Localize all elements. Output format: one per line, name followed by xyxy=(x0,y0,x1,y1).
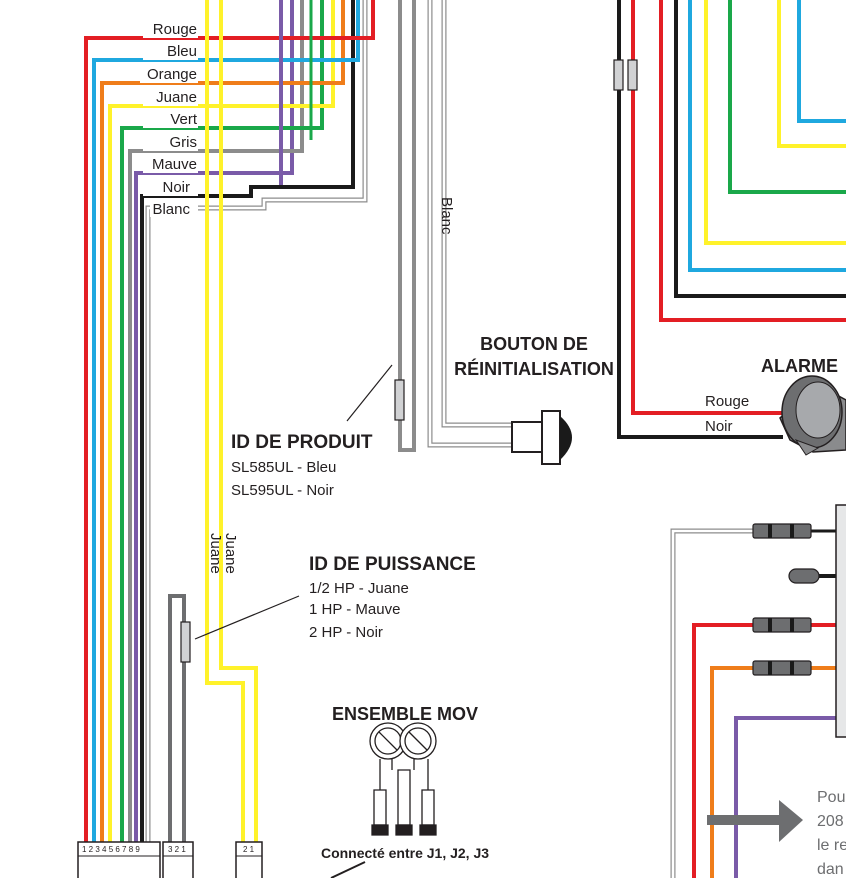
wire-label-bleu: Bleu xyxy=(167,43,197,60)
connector-3pin-numbers: 3 2 1 xyxy=(168,845,186,854)
wire-label-vert: Vert xyxy=(170,111,198,128)
note-line-3: le re xyxy=(817,837,846,854)
alarm-icon xyxy=(779,375,846,456)
mov-title: ENSEMBLE MOV xyxy=(332,704,478,724)
alarm-red-label: Rouge xyxy=(705,393,749,410)
alarm-black-label: Noir xyxy=(705,418,733,435)
mov-assembly-icon xyxy=(369,722,437,836)
note-line-1: Pou xyxy=(817,789,845,806)
product-id-loop xyxy=(398,0,416,452)
left-harness xyxy=(84,0,375,878)
reset-button-title-1: BOUTON DE xyxy=(480,334,588,354)
wire-label-gris: Gris xyxy=(170,134,198,151)
power-id-plug xyxy=(180,621,191,663)
power-id-item-1: 1/2 HP - Juane xyxy=(309,580,409,597)
wire-juane-long-1 xyxy=(205,0,245,878)
connector-9pin-numbers: 1 2 3 4 5 6 7 8 9 xyxy=(82,845,140,854)
wire-rouge xyxy=(84,0,375,878)
right-harness xyxy=(613,0,846,439)
vertical-label-juane-1: Juane xyxy=(207,533,224,574)
connector-2pin-numbers: 2 1 xyxy=(243,845,255,854)
lower-right-block xyxy=(670,504,846,878)
wire-juane-long-2 xyxy=(219,0,258,878)
note-line-4: dan xyxy=(817,861,844,878)
connector-9pin xyxy=(77,841,161,878)
connector-2pin xyxy=(235,841,263,878)
power-id-title: ID DE PUISSANCE xyxy=(309,554,476,575)
wire-gris xyxy=(128,0,304,878)
wire-label-juane: Juane xyxy=(156,89,197,106)
wire-label-noir: Noir xyxy=(162,179,190,196)
wire-label-blanc: Blanc xyxy=(152,201,190,218)
wire-labels: Rouge Bleu Orange Juane Vert Gris Mauve … xyxy=(140,20,198,218)
note-line-2: 208 xyxy=(817,813,844,830)
alarm-title: ALARME xyxy=(761,356,838,376)
product-id-title: ID DE PRODUIT xyxy=(231,432,373,453)
product-id-plug xyxy=(394,379,405,421)
power-id-item-3: 2 HP - Noir xyxy=(309,624,383,641)
bottom-connectors xyxy=(77,841,263,878)
wire-bleu xyxy=(92,0,360,878)
center-wires xyxy=(194,0,512,878)
mov-caption: Connecté entre J1, J2, J3 xyxy=(321,845,489,861)
vertical-label-blanc: Blanc xyxy=(438,197,455,235)
vertical-label-juane-2: Juane xyxy=(222,533,239,574)
product-id-item-1: SL585UL - Bleu xyxy=(231,459,336,476)
wire-label-rouge: Rouge xyxy=(153,21,197,38)
power-id-loop xyxy=(168,594,186,878)
wire-label-mauve: Mauve xyxy=(152,156,197,173)
reset-button-icon xyxy=(511,410,572,465)
reset-button-title-2: RÉINITIALISATION xyxy=(454,358,614,379)
wire-noir xyxy=(140,0,355,878)
note-fragment: Pou 208 le re dan xyxy=(817,789,846,878)
wire-mauve xyxy=(134,0,294,878)
wire-label-orange: Orange xyxy=(147,66,197,83)
product-id-item-2: SL595UL - Noir xyxy=(231,482,334,499)
power-id-item-2: 1 HP - Mauve xyxy=(309,601,400,618)
connector-3pin xyxy=(162,841,194,878)
